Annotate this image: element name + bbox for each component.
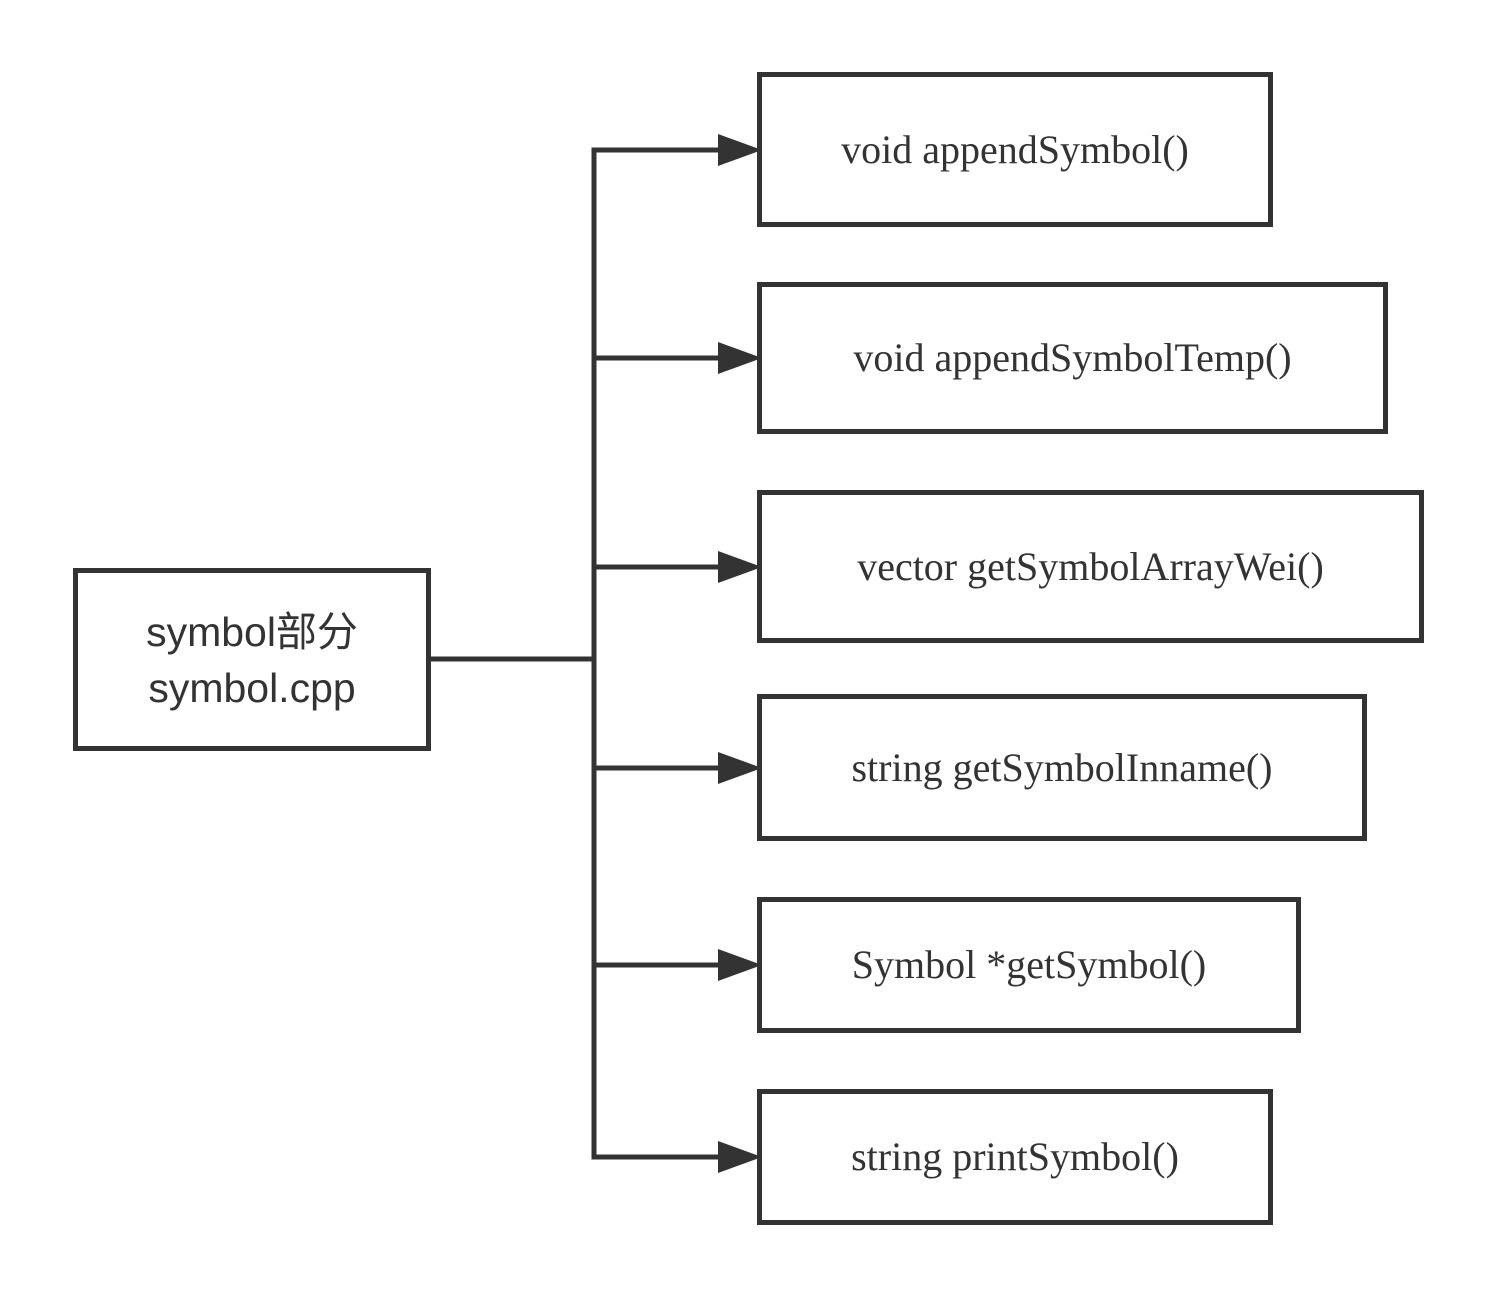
arrowhead-icon bbox=[718, 1141, 762, 1173]
function-label: Symbol *getSymbol() bbox=[851, 942, 1207, 987]
function-node-append-symbol: void appendSymbol() bbox=[757, 72, 1273, 227]
arrowhead-icon bbox=[718, 752, 762, 784]
arrowhead-icon bbox=[718, 134, 762, 166]
function-label: string printSymbol() bbox=[851, 1134, 1179, 1179]
function-node-get-symbol-inname: string getSymbolInname() bbox=[757, 694, 1367, 841]
function-node-get-symbol-array-wei: vector getSymbolArrayWei() bbox=[757, 490, 1424, 643]
function-node-print-symbol: string printSymbol() bbox=[757, 1089, 1273, 1225]
root-filename: symbol.cpp bbox=[148, 664, 356, 711]
function-label: vector getSymbolArrayWei() bbox=[857, 543, 1324, 589]
function-node-get-symbol: Symbol *getSymbol() bbox=[757, 897, 1301, 1033]
function-node-append-symbol-temp: void appendSymbolTemp() bbox=[757, 282, 1388, 434]
function-label: string getSymbolInname() bbox=[851, 744, 1273, 790]
function-label: void appendSymbolTemp() bbox=[853, 335, 1292, 380]
root-node: symbol部分 symbol.cpp bbox=[73, 568, 431, 751]
function-label: void appendSymbol() bbox=[841, 126, 1189, 172]
arrowhead-icon bbox=[718, 551, 762, 583]
arrowhead-icon bbox=[718, 342, 762, 374]
arrowhead-icon bbox=[718, 949, 762, 981]
root-title: symbol部分 bbox=[146, 608, 358, 655]
